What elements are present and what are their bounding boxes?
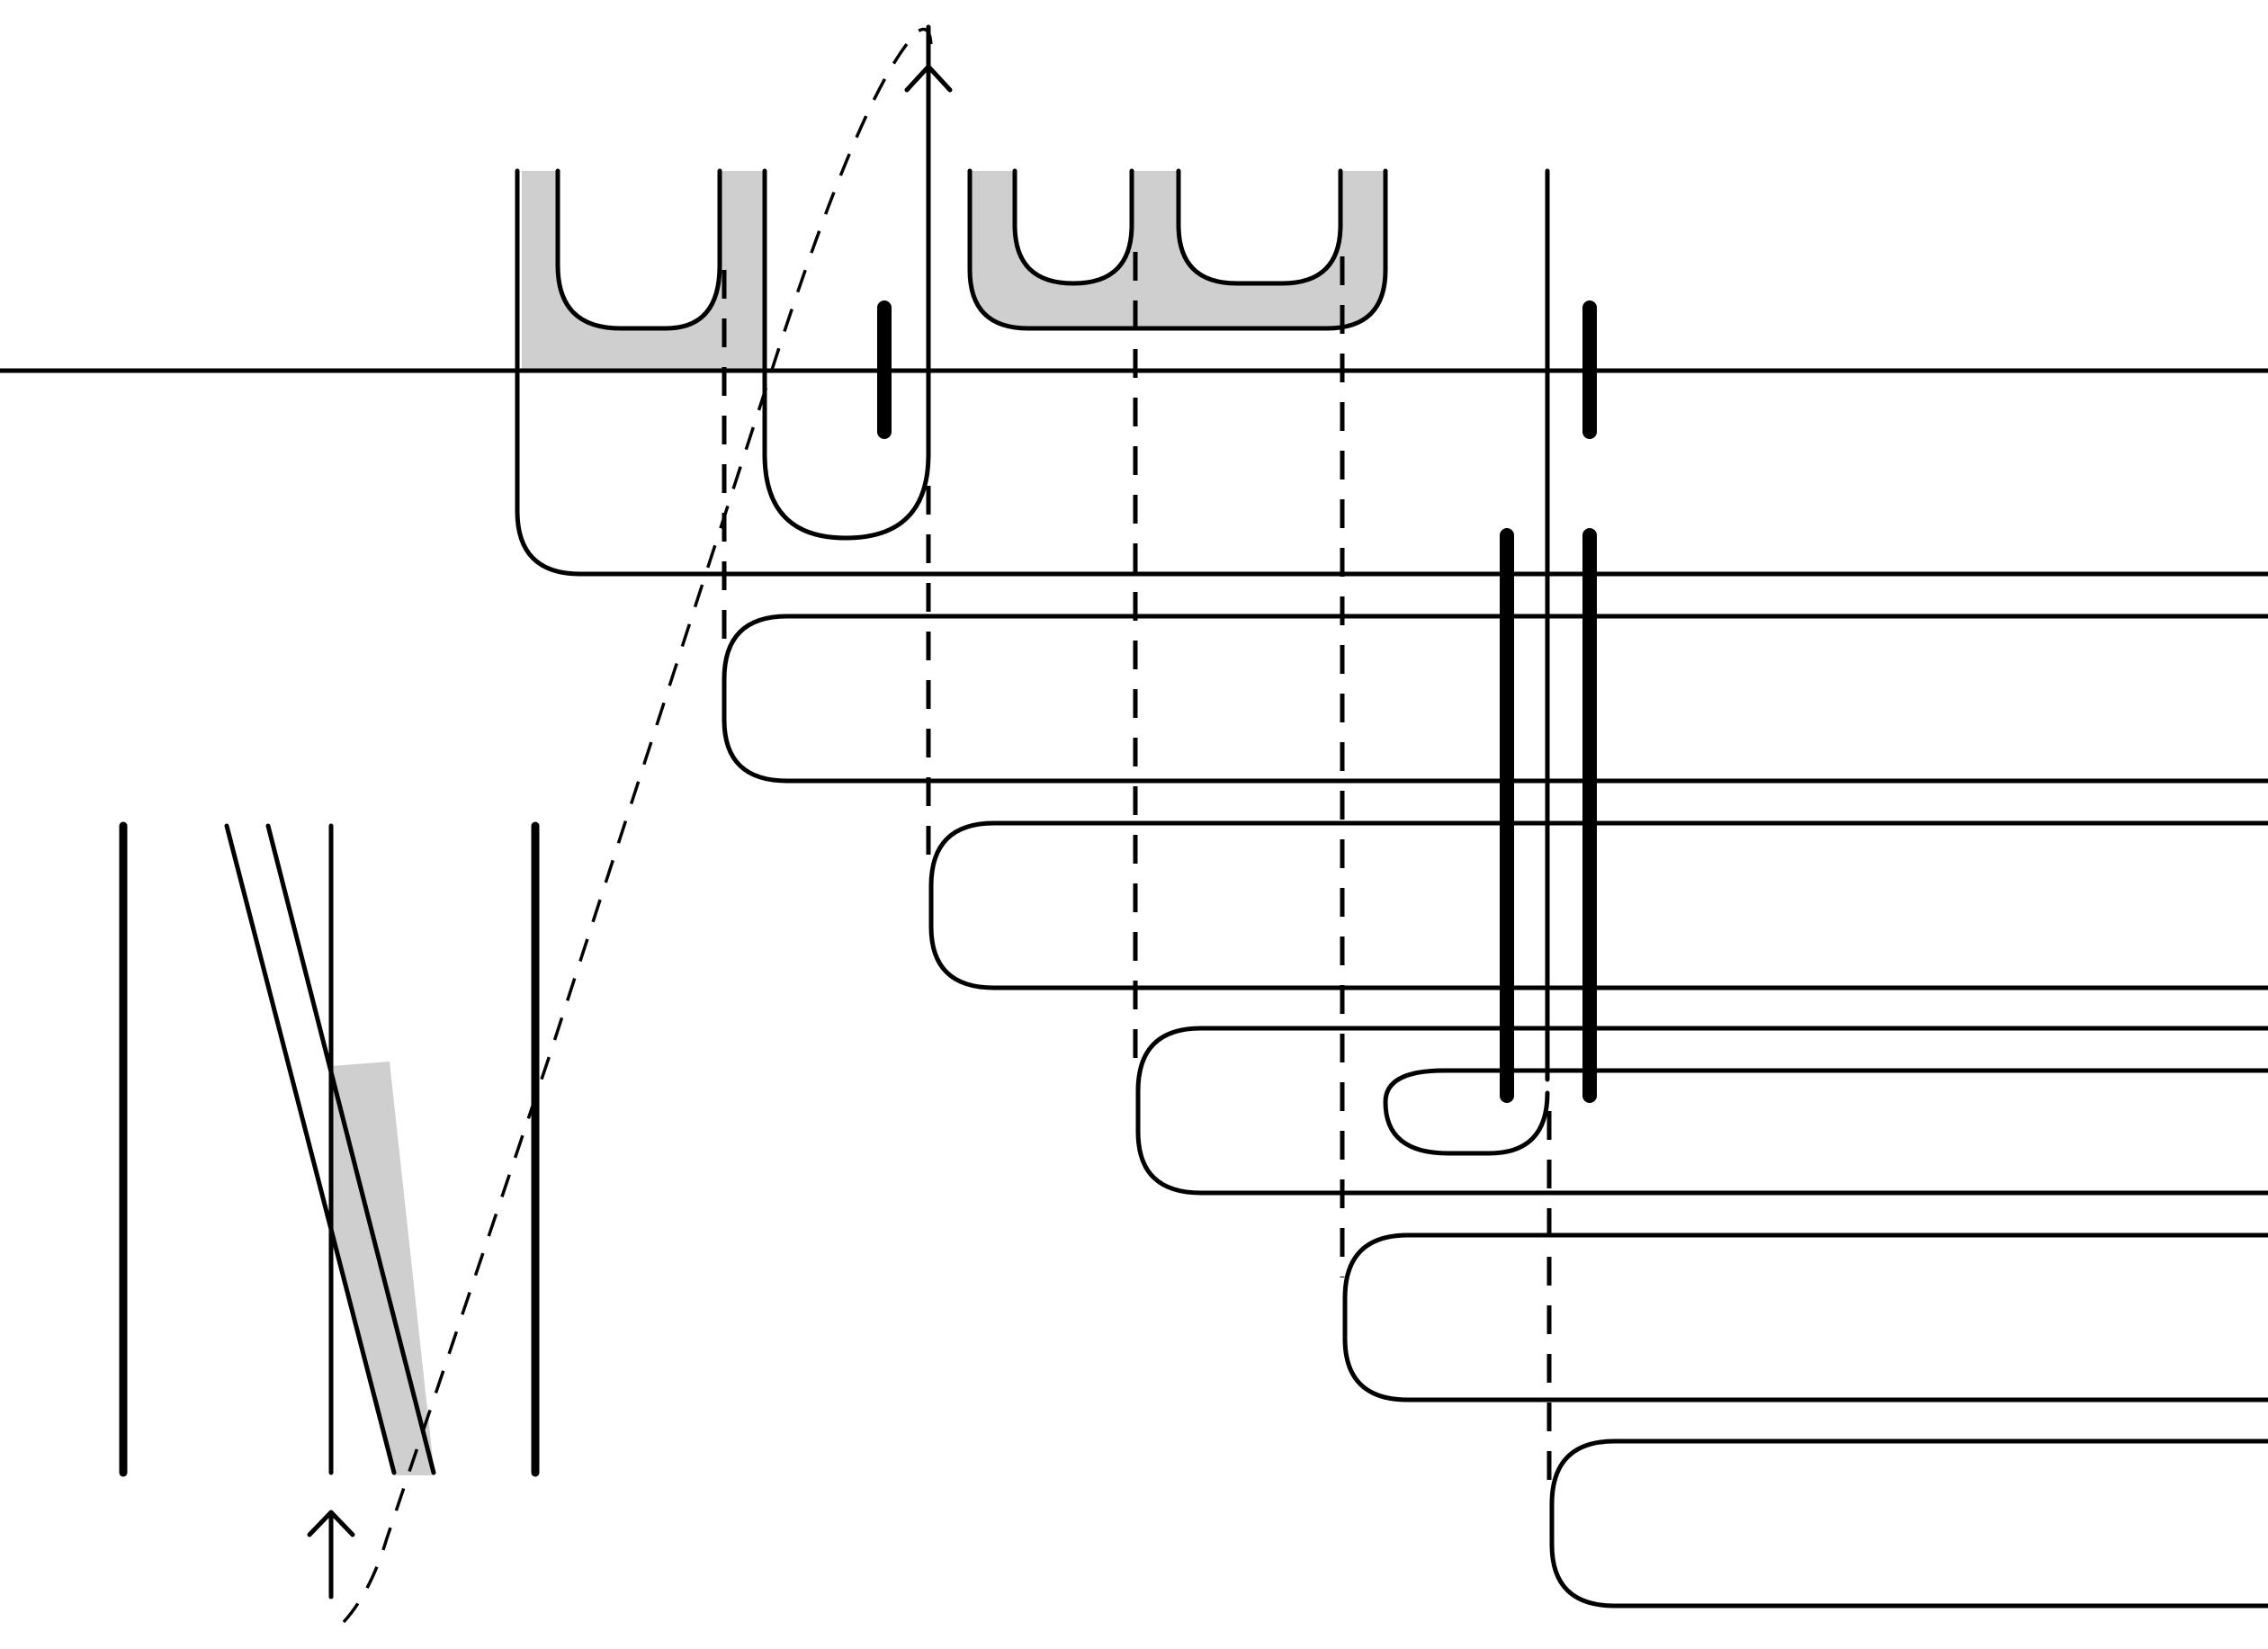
loop-5 bbox=[1549, 1438, 2268, 1609]
dashed-diagonal bbox=[342, 27, 933, 1624]
loop-1 bbox=[722, 614, 2268, 784]
up-arrow-top-icon bbox=[904, 64, 953, 93]
loop-3 bbox=[1135, 1026, 2268, 1196]
double-cup-left-inner bbox=[1012, 168, 1134, 286]
dashed-strands bbox=[722, 252, 1552, 1486]
shade-double-cup bbox=[970, 171, 1385, 328]
top-cups bbox=[515, 24, 2268, 1082]
middle-cup bbox=[762, 24, 931, 541]
up-arrow-bottom-icon bbox=[307, 1510, 355, 1537]
braid-strand-3 bbox=[265, 823, 436, 1475]
horizontal-loops bbox=[722, 614, 2268, 1609]
thick-bars bbox=[877, 300, 1597, 1103]
arrows bbox=[307, 64, 953, 1600]
left-shaded-cup bbox=[555, 168, 722, 331]
double-cup-outer bbox=[967, 168, 1388, 331]
double-cup-right-inner bbox=[1176, 168, 1343, 286]
loop-4 bbox=[1342, 1232, 2268, 1403]
left-cup-outer-strand bbox=[515, 168, 2268, 577]
loop-small bbox=[1383, 1068, 2268, 1156]
braid-strand-2 bbox=[224, 823, 397, 1475]
loop-2 bbox=[928, 820, 2268, 990]
lower-left-braid bbox=[119, 821, 540, 1477]
